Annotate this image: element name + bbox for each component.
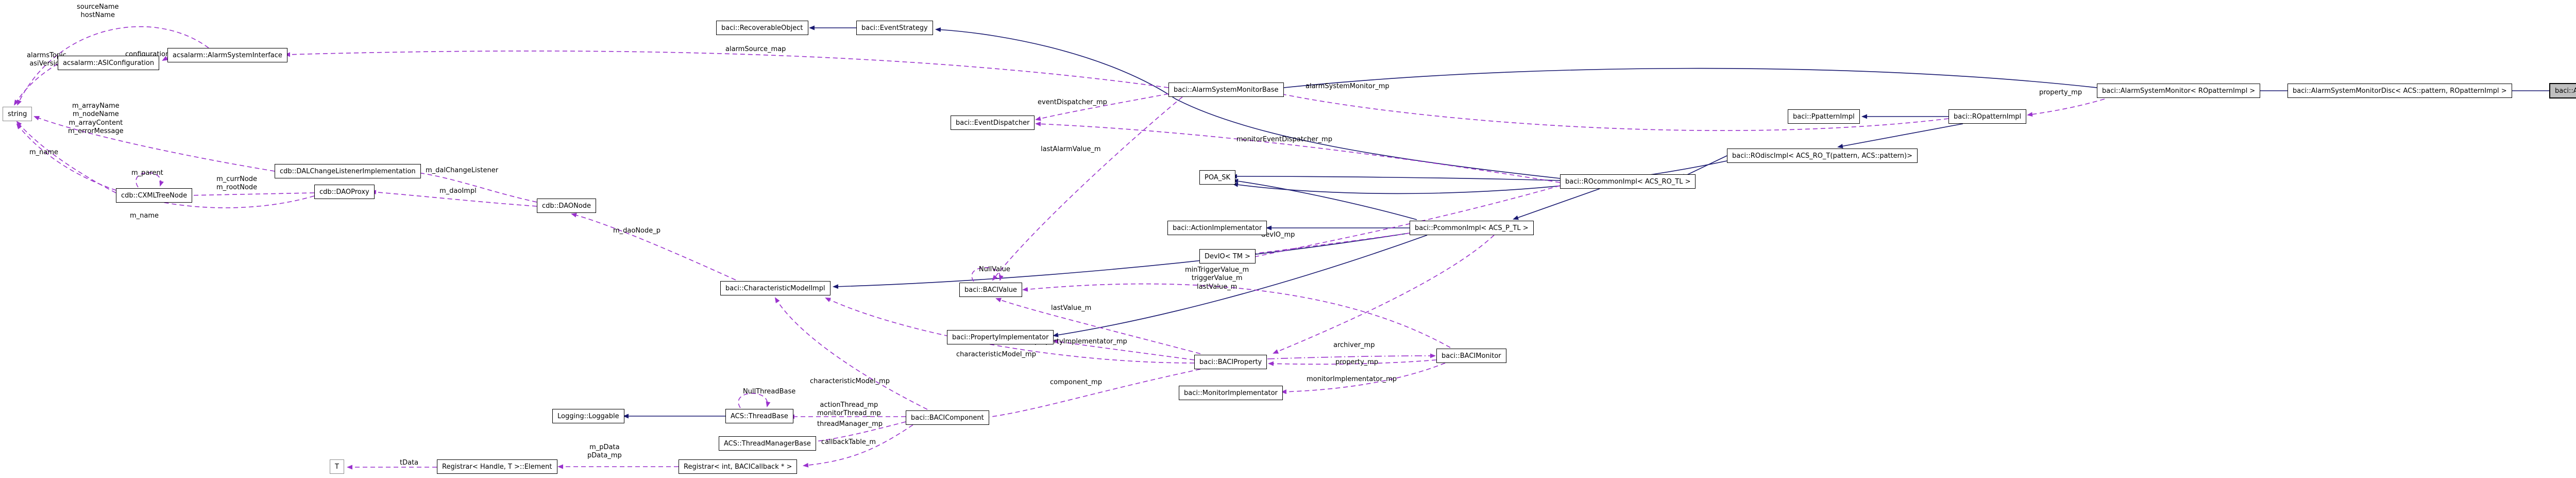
edge-label-property-mp-top: property_mp — [2039, 89, 2082, 96]
node-dao-node[interactable]: cdb::DAONode — [537, 199, 597, 213]
edge-label-name-1: m_name — [29, 149, 59, 156]
node-alarm-system-monitor-pattern: baci::AlarmSystemMonitorPattern — [2549, 83, 2576, 98]
node-t[interactable]: T — [330, 459, 344, 474]
node-alarm-system-monitor-disc[interactable]: baci::AlarmSystemMonitorDisc< ACS::patte… — [2287, 84, 2512, 98]
node-recoverable-object[interactable]: baci::RecoverableObject — [716, 21, 808, 35]
node-baci-property[interactable]: baci::BACIProperty — [1194, 355, 1267, 369]
node-pcommon-impl[interactable]: baci::PcommonImpl< ACS_P_TL > — [1410, 221, 1534, 235]
edge-label-devio-mp: devIO_mp — [1261, 231, 1295, 239]
edge-label-characteristicmodel-mp-2: characteristicModel_mp — [810, 377, 890, 385]
edge-label-lastalarmvalue-m: lastAlarmValue_m — [1041, 145, 1101, 153]
edge-label-actionthread-monitorthread: actionThread_mp monitorThread_mp — [817, 401, 881, 418]
edge-label-property-mp: property_mp — [1335, 358, 1379, 366]
edge-label-eventdispatcher-mp: eventDispatcher_mp — [1038, 98, 1107, 106]
node-poa-sk[interactable]: POA_SK — [1199, 170, 1236, 185]
edge-label-nullthreadbase: NullThreadBase — [743, 388, 796, 395]
edge-label-component-mp: component_mp — [1050, 378, 1102, 386]
edge-label-name-2: m_name — [130, 212, 159, 220]
edge-label-lastvalue-m: lastValue_m — [1051, 304, 1092, 312]
node-event-strategy[interactable]: baci::EventStrategy — [856, 21, 933, 35]
node-devio[interactable]: DevIO< TM > — [1199, 249, 1256, 263]
usage-edges — [13, 26, 2105, 470]
edge-label-nullvalue: NullValue — [979, 266, 1010, 273]
node-event-dispatcher[interactable]: baci::EventDispatcher — [951, 116, 1035, 130]
edge-label-archiver-mp: archiver_mp — [1333, 341, 1375, 349]
node-rodisc-impl[interactable]: baci::ROdiscImpl< ACS_RO_T(pattern, ACS:… — [1727, 149, 1918, 163]
node-loggable[interactable]: Logging::Loggable — [552, 409, 624, 423]
node-baci-monitor[interactable]: baci::BACIMonitor — [1436, 349, 1506, 363]
edge-label-arrayname-group: m_arrayName m_nodeName m_arrayContent m_… — [68, 102, 124, 135]
edge-label-daoimpl: m_daoImpl — [439, 187, 477, 195]
node-dao-proxy[interactable]: cdb::DAOProxy — [314, 185, 375, 199]
archiver-edge — [1267, 353, 1436, 359]
node-property-implementator[interactable]: baci::PropertyImplementator — [947, 330, 1054, 344]
node-registrar-int-bacicallback[interactable]: Registrar< int, BACICallback * > — [679, 459, 798, 474]
node-characteristic-model-impl[interactable]: baci::CharacteristicModelImpl — [720, 281, 831, 295]
edge-label-alarmstopic-asiversion: alarmsTopic asiVersion — [27, 52, 66, 68]
edge-label-pdata: m_pData pData_mp — [587, 443, 622, 460]
node-baci-value[interactable]: baci::BACIValue — [959, 283, 1022, 297]
node-thread-manager-base[interactable]: ACS::ThreadManagerBase — [719, 436, 816, 451]
edge-label-characteristicmodel-mp-1: characteristicModel_mp — [956, 351, 1036, 358]
edge-label-threadmanager-mp: threadManager_mp — [817, 420, 883, 428]
node-monitor-implementator[interactable]: baci::MonitorImplementator — [1179, 386, 1283, 400]
edge-label-monitoreventdispatcher-mp: monitorEventDispatcher_mp — [1236, 136, 1332, 143]
inheritance-edges — [623, 25, 2549, 419]
edge-label-alarmsystemmonitor-mp: alarmSystemMonitor_mp — [1306, 83, 1389, 90]
edge-label-triggervalue-group: minTriggerValue_m triggerValue_m lastVal… — [1185, 266, 1249, 291]
node-alarm-system-monitor-template[interactable]: baci::AlarmSystemMonitor< ROpatternImpl … — [2097, 84, 2261, 98]
edge-label-currnode-rootnode: m_currNode m_rootNode — [216, 175, 258, 192]
node-ppattern-impl[interactable]: baci::PpatternImpl — [1788, 109, 1860, 124]
node-asi-configuration[interactable]: acsalarm::ASIConfiguration — [58, 56, 160, 70]
edge-label-monitorimplementator-mp: monitorImplementator_mp — [1307, 375, 1397, 383]
node-rocommon-impl[interactable]: baci::ROcommonImpl< ACS_RO_TL > — [1560, 174, 1696, 189]
edge-label-tdata: tData — [400, 459, 419, 467]
edge-label-alarmsource-map: alarmSource_map — [725, 45, 786, 53]
node-registrar-element[interactable]: Registrar< Handle, T >::Element — [437, 459, 557, 474]
node-alarm-system-interface[interactable]: acsalarm::AlarmSystemInterface — [167, 48, 287, 62]
edge-label-daonode-p: m_daoNode_p — [613, 227, 661, 235]
edge-label-sourcename-hostname: sourceName hostName — [77, 3, 119, 20]
node-thread-base[interactable]: ACS::ThreadBase — [725, 409, 793, 423]
node-alarm-system-monitor-base[interactable]: baci::AlarmSystemMonitorBase — [1168, 83, 1284, 97]
node-action-implementator[interactable]: baci::ActionImplementator — [1167, 221, 1267, 235]
node-dal-change-listener-implementation[interactable]: cdb::DALChangeListenerImplementation — [275, 164, 421, 178]
node-cxml-tree-node[interactable]: cdb::CXMLTreeNode — [116, 188, 193, 203]
node-baci-component[interactable]: baci::BACIComponent — [906, 410, 989, 425]
edge-label-callbacktable-m: callbackTable_m — [821, 438, 876, 446]
edge-label-parent: m_parent — [131, 169, 163, 177]
node-string[interactable]: string — [3, 107, 32, 121]
node-ropattern-impl[interactable]: baci::ROpatternImpl — [1948, 109, 2027, 124]
edge-label-dalchangelistener: m_dalChangeListener — [426, 167, 499, 174]
